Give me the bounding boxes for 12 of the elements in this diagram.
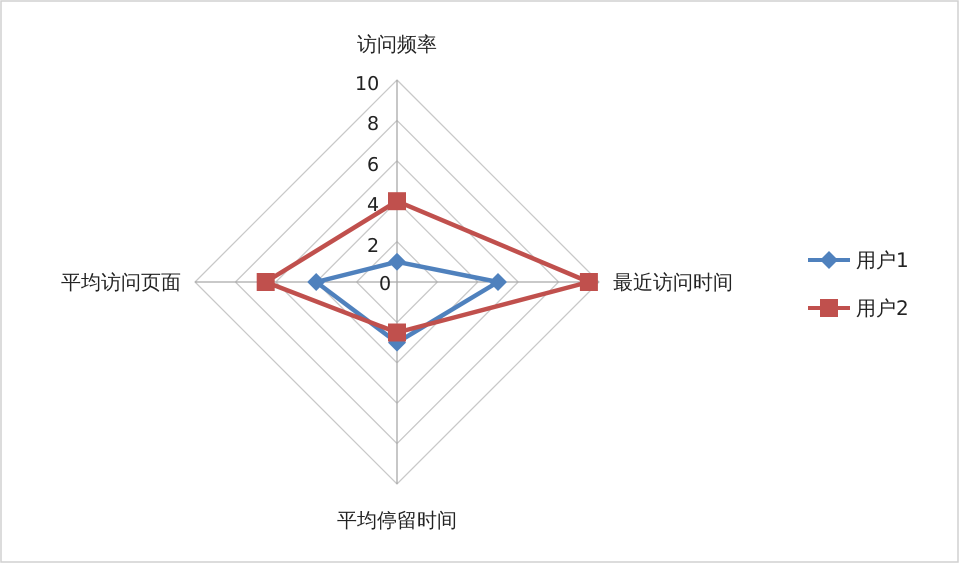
tick-label: 10	[355, 72, 380, 96]
tick-label: 8	[367, 112, 380, 136]
legend-label: 用户1	[856, 248, 909, 272]
axis-label: 平均停留时间	[337, 508, 457, 532]
tick-label: 6	[367, 152, 380, 177]
tick-label: 4	[367, 193, 380, 218]
axis-label: 最近访问时间	[613, 270, 733, 294]
legend-label: 用户2	[856, 296, 909, 320]
tick-label: 0	[379, 272, 392, 296]
axis-label: 平均访问页面	[61, 270, 181, 294]
axis-label: 访问频率	[357, 32, 437, 56]
tick-label: 2	[367, 234, 380, 258]
